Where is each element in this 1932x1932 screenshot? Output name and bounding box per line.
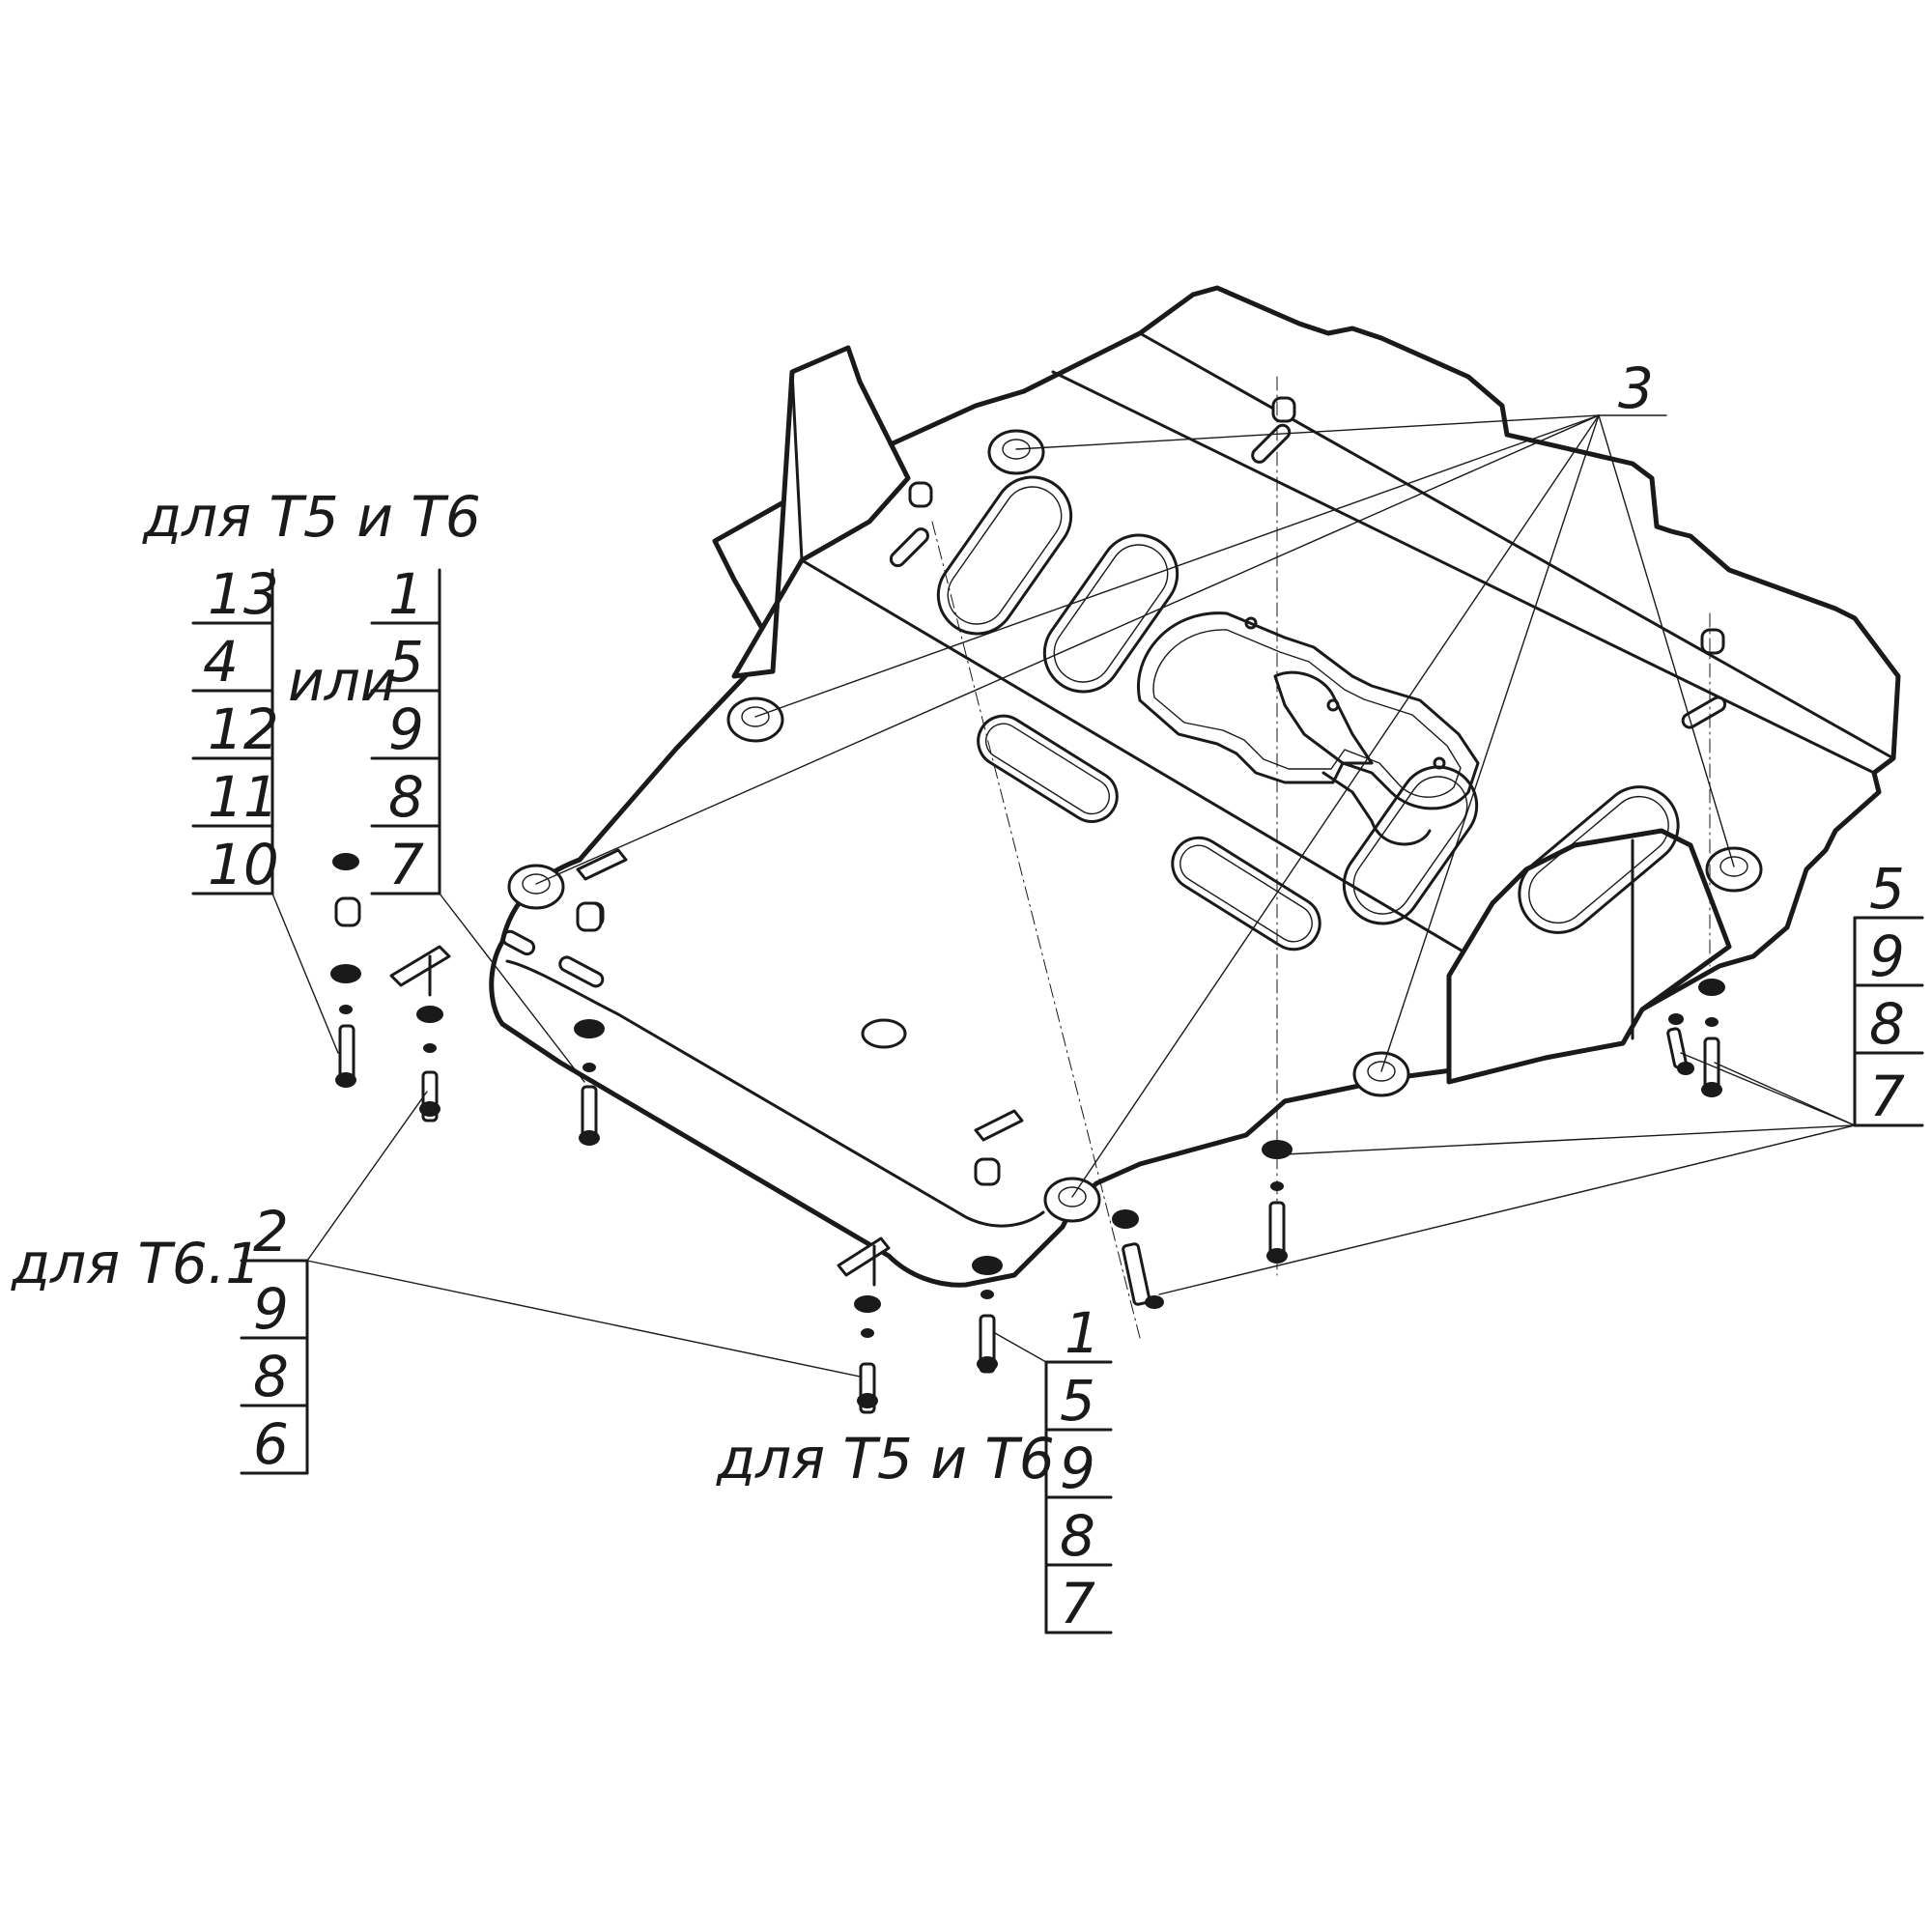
fasteners (330, 848, 1725, 1414)
bushing (507, 864, 565, 910)
stack-right-item-3: 7 (1869, 1064, 1905, 1129)
stack-b-item-2: 9 (388, 696, 424, 762)
note-t61: для Т6.1 (11, 1231, 261, 1296)
stack-bottom: 1 5 9 8 7 (1044, 1300, 1113, 1636)
skid-plate (489, 285, 1901, 1288)
stack-a-item-0: 13 (208, 561, 279, 627)
plate-outer-contour (489, 285, 1901, 1288)
stack-b-item-4: 7 (388, 832, 424, 897)
stack-a-item-1: 4 (203, 629, 239, 695)
stack-right-item-1: 9 (1869, 923, 1905, 989)
fastener-set-bottom (972, 1109, 1024, 1374)
stack-b-item-3: 8 (388, 764, 424, 830)
center-lines (931, 376, 1711, 1339)
stack-t61: 2 9 8 6 (240, 1199, 309, 1477)
fastener-set-c (574, 848, 628, 1146)
bushing (987, 429, 1045, 475)
stack-bottom-item-4: 7 (1060, 1571, 1095, 1636)
stack-a-item-2: 12 (208, 696, 279, 762)
stack-bottom-item-2: 9 (1060, 1435, 1095, 1501)
left-side-wing (731, 345, 911, 679)
stack-right-item-0: 5 (1869, 856, 1905, 922)
stack-b: 1 5 9 8 7 (370, 561, 441, 897)
part-3-label: 3 (1618, 355, 1654, 421)
fastener-set-front-2 (1262, 1140, 1293, 1264)
nut-boss (908, 481, 933, 508)
mounting-bushings (507, 396, 1763, 1223)
bushing (726, 696, 784, 743)
stack-bottom-item-1: 5 (1060, 1368, 1095, 1434)
fastener-set-right (1666, 979, 1725, 1097)
stack-t61-item-3: 6 (253, 1411, 289, 1477)
bushing (1352, 1051, 1410, 1097)
stack-a-item-4: 10 (208, 832, 279, 897)
stack-a: 13 4 12 11 10 (191, 561, 279, 897)
bushing (1705, 846, 1763, 893)
fastener-set-front (1112, 1209, 1164, 1309)
stack-bottom-item-0: 1 (1065, 1300, 1100, 1366)
nut-boss (1271, 396, 1296, 423)
nut-boss (1700, 628, 1725, 655)
stack-a-item-3: 11 (208, 764, 279, 830)
bushing (1043, 1177, 1101, 1223)
stack-t61-item-1: 9 (253, 1276, 289, 1342)
stack-t61-item-0: 2 (253, 1199, 289, 1264)
stack-b-item-1: 5 (388, 629, 424, 695)
note-t5-t6-top: для Т5 и Т6 (142, 484, 481, 550)
stack-bottom-item-3: 8 (1060, 1503, 1095, 1569)
or-word: или (288, 648, 396, 714)
fastener-set-b (389, 945, 451, 1122)
stack-right: 5 9 8 7 (1853, 856, 1924, 1129)
fastener-set-t61 (837, 1236, 891, 1414)
inspection-hole (861, 1018, 907, 1049)
stack-t61-item-2: 8 (253, 1344, 289, 1409)
stack-b-item-0: 1 (388, 561, 424, 627)
vent-slots (936, 475, 1680, 952)
fastener-set-a (330, 853, 361, 1088)
leader-lines (271, 414, 1856, 1378)
fold-line-front (800, 558, 1490, 968)
note-t5-t6-bottom: для Т5 и Т6 (716, 1426, 1055, 1492)
stack-right-item-2: 8 (1869, 991, 1905, 1057)
fold-line-rear (1138, 331, 1895, 760)
callouts: для Т5 и Т6 13 4 12 11 10 или 1 5 (11, 355, 1924, 1636)
